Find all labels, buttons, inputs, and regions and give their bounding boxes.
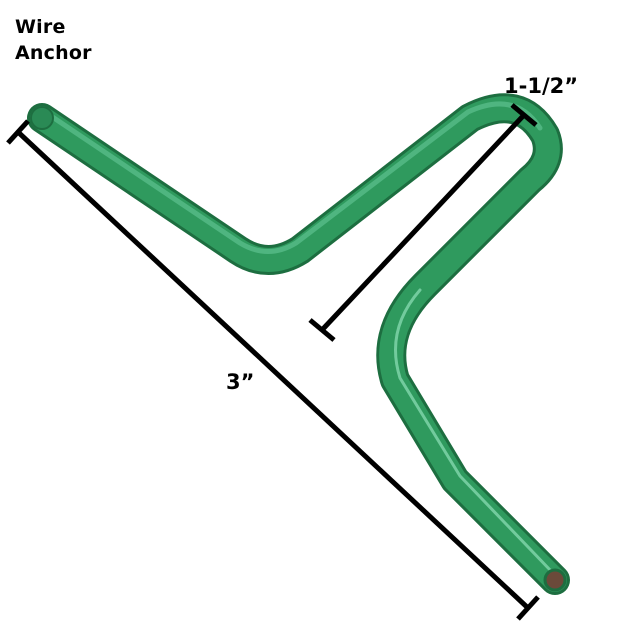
wire-anchor (27, 93, 570, 595)
dimension-line-short (308, 103, 538, 342)
dimension-line-long (6, 119, 540, 621)
dimension-label-long: 3” (226, 370, 255, 394)
dimension-label-short: 1-1/2” (504, 74, 579, 98)
title-line-2: Anchor (15, 42, 92, 64)
title-line-1: Wire (15, 16, 66, 38)
product-title: Wire Anchor (15, 14, 92, 66)
